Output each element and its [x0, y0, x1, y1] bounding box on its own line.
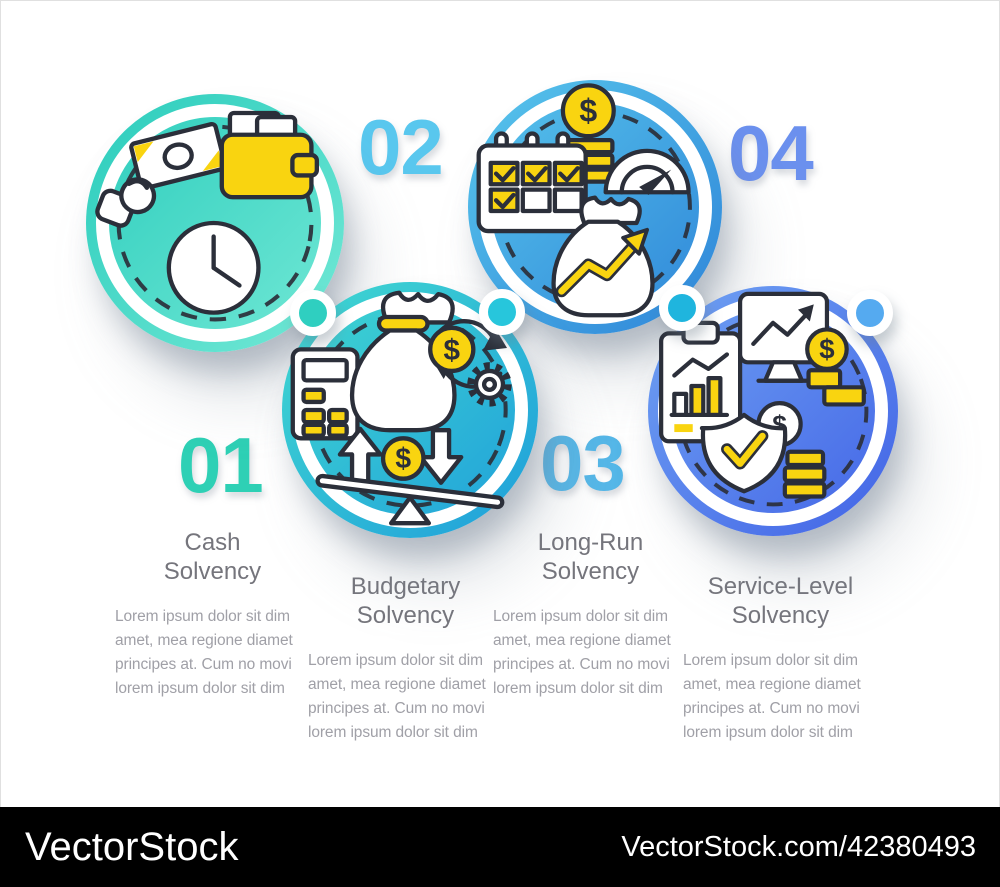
- step-block-long-run: Long-Run Solvency Lorem ipsum dolor sit …: [493, 528, 688, 701]
- connector-dot: [479, 289, 525, 335]
- shield-check-icon: $: [700, 401, 827, 499]
- monitor-growth-arrow-icon: $: [738, 291, 866, 407]
- step-title-cash: Cash Solvency: [163, 529, 262, 586]
- step-block-cash: Cash Solvency Lorem ipsum dolor sit dim …: [115, 528, 310, 701]
- service-level-solvency-icons: $ $: [659, 291, 869, 507]
- clipboard-bar-chart-icon: [659, 320, 743, 444]
- budgetary-solvency-icons: $ $: [290, 290, 512, 526]
- circle-cash-solvency: [86, 94, 344, 352]
- step-description-budgetary: Lorem ipsum dolor sit dim amet, mea regi…: [308, 651, 486, 741]
- step-number-03: 03: [540, 419, 626, 507]
- wallet-icon: [219, 110, 320, 200]
- step-description-long-run: Lorem ipsum dolor sit dim amet, mea regi…: [493, 607, 671, 697]
- step-title-long-run: Long-Run Solvency: [537, 529, 644, 586]
- connector-dot: [290, 290, 336, 336]
- dollar-cycle-gear-icon: $: [428, 319, 512, 407]
- step-block-service-level: Service-Level Solvency Lorem ipsum dolor…: [683, 572, 878, 745]
- step-title-service-level: Service-Level Solvency: [707, 573, 854, 630]
- step-number-01: 01: [178, 421, 264, 509]
- connector-dot: [659, 285, 705, 331]
- watermark-url: VectorStock.com/42380493: [621, 830, 976, 863]
- circle-budgetary-solvency: $ $: [282, 282, 538, 538]
- connector-dot: [847, 290, 893, 336]
- long-run-solvency-icons: $: [476, 83, 692, 318]
- svg-text:$: $: [395, 442, 411, 474]
- balance-seesaw-icon: $: [315, 426, 505, 526]
- money-bag-growth-icon: [551, 195, 655, 318]
- step-description-service-level: Lorem ipsum dolor sit dim amet, mea regi…: [683, 651, 861, 741]
- step-description-cash: Lorem ipsum dolor sit dim amet, mea regi…: [115, 607, 293, 697]
- step-block-budgetary: Budgetary Solvency Lorem ipsum dolor sit…: [308, 572, 503, 745]
- clock-icon: [166, 220, 261, 315]
- cash-solvency-icons: [95, 110, 320, 322]
- calendar-checked-icon: [476, 131, 588, 234]
- step-number-02: 02: [358, 103, 444, 191]
- watermark-brand: VectorStock: [25, 824, 239, 869]
- svg-text:$: $: [444, 334, 461, 367]
- step-title-budgetary: Budgetary Solvency: [350, 573, 461, 630]
- gauge-icon: [603, 148, 691, 195]
- svg-text:$: $: [579, 92, 597, 128]
- svg-text:$: $: [819, 333, 834, 364]
- watermark-bar: VectorStock VectorStock.com/42380493: [0, 807, 1000, 887]
- calculator-icon: [290, 347, 360, 441]
- step-number-04: 04: [728, 109, 814, 197]
- hand-with-banknote-icon: [95, 122, 228, 228]
